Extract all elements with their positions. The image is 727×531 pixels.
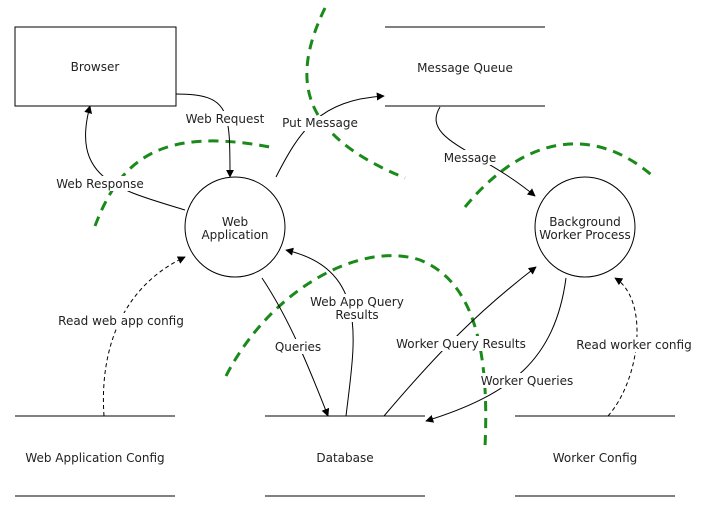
browser-label: Browser [71, 60, 120, 74]
background-worker-label-line1: Background [549, 215, 621, 229]
flow-worker-query-results [383, 266, 537, 417]
flow-read-web-app-config [102, 256, 186, 417]
web-application-label-line1: Web [222, 215, 248, 229]
read-worker-config-label: Read worker config [576, 338, 691, 352]
worker-config-label: Worker Config [553, 451, 638, 465]
worker-query-results-label: Worker Query Results [396, 337, 526, 351]
web-application-process [184, 176, 286, 278]
database-label: Database [316, 451, 373, 465]
nodes [14, 26, 675, 497]
web-request-label: Web Request [186, 112, 265, 126]
database-store [265, 415, 425, 497]
flow-message [435, 106, 536, 197]
web-app-config-label: Web Application Config [25, 451, 164, 465]
flow-worker-queries [425, 277, 567, 423]
node-labels: Browser Message Queue Web Application Ba… [25, 60, 637, 465]
worker-queries-label: Worker Queries [481, 374, 573, 388]
web-app-query-results-label-line2: Results [335, 308, 378, 322]
flow-web-app-query-results [285, 247, 354, 417]
queries-label: Queries [275, 340, 321, 354]
flow-put-message [275, 92, 385, 178]
background-worker-label-line2: Worker Process [539, 228, 631, 242]
message-label: Message [444, 151, 497, 165]
trust-boundary-database [224, 254, 488, 448]
browser-node [14, 26, 177, 107]
flow-web-response [84, 105, 186, 211]
trust-boundary-browser [93, 139, 276, 227]
trust-boundary-worker [463, 142, 656, 208]
web-response-label: Web Response [56, 177, 144, 191]
web-application-label-line2: Application [201, 228, 268, 242]
message-queue-store [385, 26, 545, 107]
flow-labels: Web Request Web Response Put Message Mes… [56, 111, 693, 388]
put-message-label: Put Message [282, 116, 358, 130]
trust-boundaries [93, 7, 656, 448]
trust-boundary-queue [305, 7, 406, 180]
worker-config-store [515, 415, 675, 497]
background-worker-process [534, 176, 636, 278]
read-web-app-config-label: Read web app config [58, 314, 184, 328]
web-app-config-store [15, 415, 175, 497]
message-queue-label: Message Queue [417, 61, 513, 75]
flow-web-request [175, 93, 234, 178]
web-app-query-results-label-line1: Web App Query [310, 295, 404, 309]
